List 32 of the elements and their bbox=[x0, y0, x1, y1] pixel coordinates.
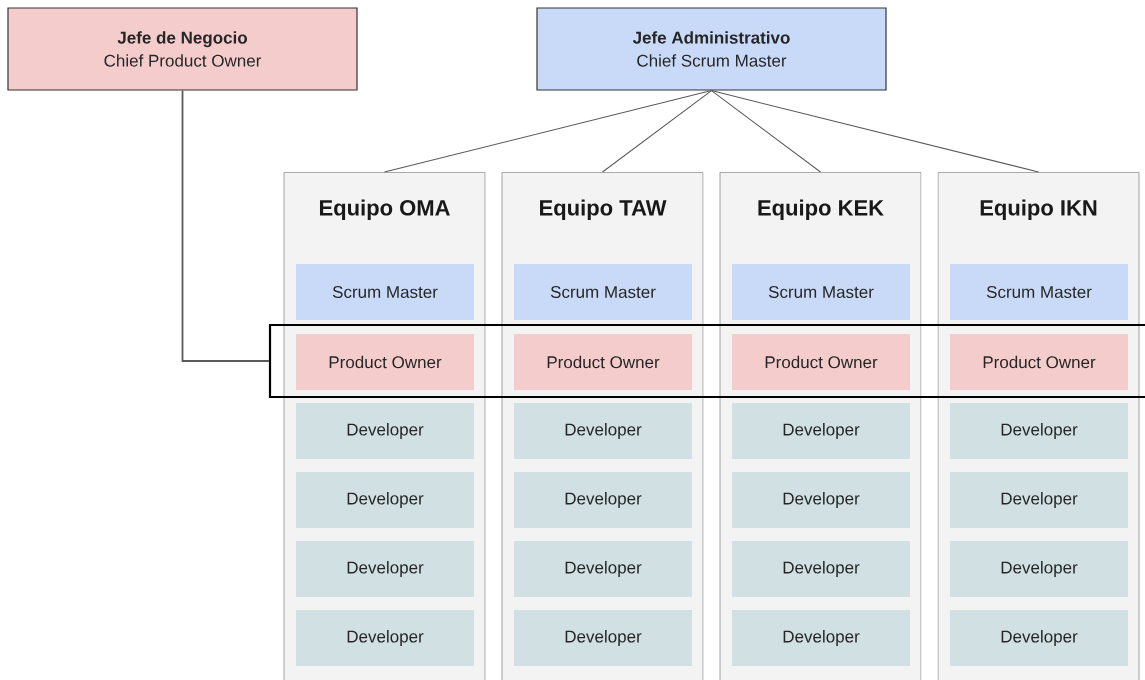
role-box: Developer bbox=[514, 472, 692, 528]
role-box: Product Owner bbox=[732, 334, 910, 390]
role-box: Product Owner bbox=[514, 334, 692, 390]
role-box: Developer bbox=[732, 403, 910, 459]
role-box: Developer bbox=[732, 472, 910, 528]
role-box: Developer bbox=[950, 610, 1128, 666]
role-box: Developer bbox=[296, 472, 474, 528]
role-box: Scrum Master bbox=[514, 264, 692, 320]
role-box: Developer bbox=[296, 403, 474, 459]
connector-line bbox=[711, 90, 821, 173]
role-box: Scrum Master bbox=[732, 264, 910, 320]
role-box: Jefe Administrativo Chief Scrum Master bbox=[536, 7, 887, 91]
role-box: Developer bbox=[950, 472, 1128, 528]
connector-line bbox=[602, 90, 712, 173]
role-box: Developer bbox=[296, 610, 474, 666]
connector-line bbox=[711, 90, 1039, 173]
role-box: Developer bbox=[950, 541, 1128, 597]
role-box: Developer bbox=[732, 610, 910, 666]
role-box: Jefe de Negocio Chief Product Owner bbox=[7, 7, 358, 91]
role-box: Scrum Master bbox=[950, 264, 1128, 320]
highlight-frame bbox=[268, 323, 1145, 399]
role-box: Product Owner bbox=[950, 334, 1128, 390]
role-box: Developer bbox=[514, 541, 692, 597]
role-box: Developer bbox=[732, 541, 910, 597]
connector-line bbox=[384, 90, 712, 173]
role-box: Product Owner bbox=[296, 334, 474, 390]
role-box: Developer bbox=[296, 541, 474, 597]
role-box: Developer bbox=[514, 610, 692, 666]
role-box: Scrum Master bbox=[296, 264, 474, 320]
role-box: Developer bbox=[950, 403, 1128, 459]
connector-line bbox=[181, 89, 270, 362]
role-box: Developer bbox=[514, 403, 692, 459]
